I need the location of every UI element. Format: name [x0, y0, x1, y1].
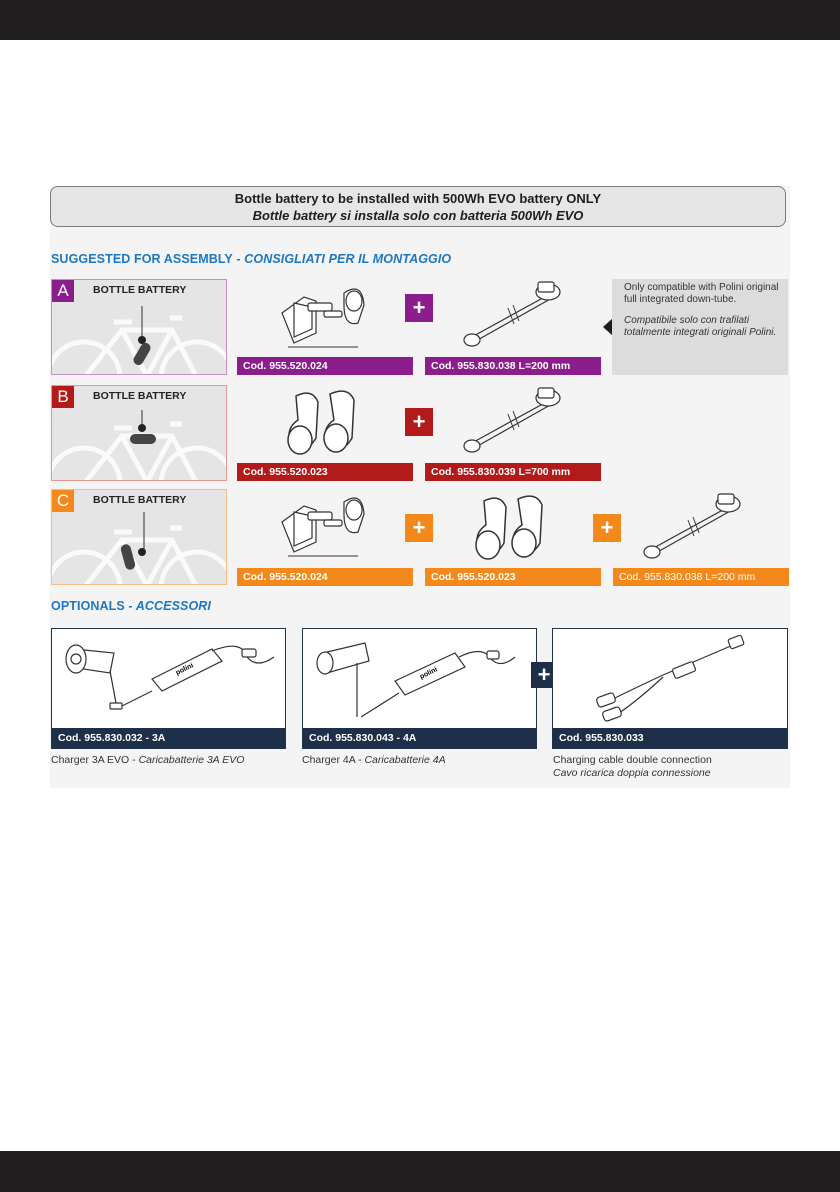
row-c-box: C BOTTLE BATTERY — [51, 489, 227, 585]
straps-icon — [475, 495, 543, 560]
optional-code-2: Cod. 955.830.043 - 4A — [303, 728, 536, 748]
row-a-code-2: Cod. 955.830.038 L=200 mm — [425, 357, 601, 375]
row-a-plus: + — [405, 294, 433, 322]
assembly-title-en: SUGGESTED FOR ASSEMBLY — [51, 252, 233, 266]
row-c-label: BOTTLE BATTERY — [93, 494, 187, 506]
bike-diagram-icon — [52, 410, 226, 480]
battery-cable-icon — [643, 493, 741, 559]
optional-caption-2: Charger 4A - Caricabatterie 4A — [302, 754, 446, 766]
optional-card-charging-cable: Cod. 955.830.033 — [552, 628, 788, 749]
row-b-box: B BOTTLE BATTERY — [51, 385, 227, 481]
assembly-title: SUGGESTED FOR ASSEMBLY - CONSIGLIATI PER… — [51, 252, 451, 266]
optional-card-charger-3a: polini Cod. 955.830.032 - 3A — [51, 628, 286, 749]
battery-cable-icon — [463, 387, 561, 453]
optional-caption-3-it: Cavo ricarica doppia connessione — [553, 767, 711, 779]
row-b-code-1: Cod. 955.520.023 — [237, 463, 413, 481]
row-c-code-3: Cod. 955.830.038 L=200 mm — [613, 568, 789, 586]
battery-notice: Bottle battery to be installed with 500W… — [50, 186, 786, 227]
bottle-cage-mount-icon — [281, 497, 365, 557]
row-b-letter: B — [52, 386, 74, 408]
row-c-plus-1: + — [405, 514, 433, 542]
note-en: Only compatible with Polini original ful… — [624, 282, 779, 305]
row-c-letter: C — [52, 490, 74, 512]
row-c-code-1: Cod. 955.520.024 — [237, 568, 413, 586]
top-bar — [0, 0, 840, 40]
row-a-code-1: Cod. 955.520.024 — [237, 357, 413, 375]
bottom-bar — [0, 1151, 840, 1192]
notice-line-en: Bottle battery to be installed with 500W… — [234, 191, 602, 206]
row-c-plus-2: + — [593, 514, 621, 542]
optionals-title-it: - ACCESSORI — [124, 599, 211, 613]
optional-code-1: Cod. 955.830.032 - 3A — [52, 728, 285, 748]
optionals-title-en: OPTIONALS — [51, 599, 125, 613]
optional-caption-2-en: Charger 4A — [302, 754, 356, 766]
charger-3a-icon: polini — [65, 644, 275, 710]
row-a-box: A BOTTLE BATTERY — [51, 279, 227, 375]
bottle-cage-mount-icon — [281, 288, 365, 348]
charging-cable-icon — [596, 634, 745, 722]
bike-diagram-icon — [52, 306, 226, 374]
battery-cable-icon — [463, 281, 561, 347]
assembly-title-it: - CONSIGLIATI PER IL MONTAGGIO — [232, 252, 452, 266]
optional-caption-3-en: Charging cable double connection — [553, 754, 712, 766]
charger-4a-icon: polini — [316, 642, 516, 718]
optional-caption-3: Charging cable double connection Cavo ri… — [553, 754, 712, 780]
optional-caption-1-it: Caricabatterie 3A EVO — [138, 754, 245, 766]
bike-diagram-icon — [52, 512, 226, 584]
optional-code-3: Cod. 955.830.033 — [553, 728, 787, 748]
row-b-plus: + — [405, 408, 433, 436]
optional-caption-1: Charger 3A EVO - Caricabatterie 3A EVO — [51, 754, 245, 766]
optional-card-charger-4a: polini Cod. 955.830.043 - 4A — [302, 628, 537, 749]
optional-caption-2-it: Caricabatterie 4A — [364, 754, 446, 766]
row-a-label: BOTTLE BATTERY — [93, 284, 187, 296]
note-it: Compatibile solo con trafilati totalment… — [624, 315, 777, 338]
straps-icon — [287, 390, 355, 455]
row-a-letter: A — [52, 280, 74, 302]
row-c-code-2: Cod. 955.520.023 — [425, 568, 601, 586]
note-pointer — [603, 318, 613, 336]
compatibility-note: Only compatible with Polini original ful… — [612, 279, 788, 375]
row-b-code-2: Cod. 955.830.039 L=700 mm — [425, 463, 601, 481]
row-b-label: BOTTLE BATTERY — [93, 390, 187, 402]
optional-caption-1-en: Charger 3A EVO — [51, 754, 130, 766]
optionals-title: OPTIONALS - ACCESSORI — [51, 599, 211, 613]
notice-line-it: Bottle battery si installa solo con batt… — [252, 208, 584, 223]
